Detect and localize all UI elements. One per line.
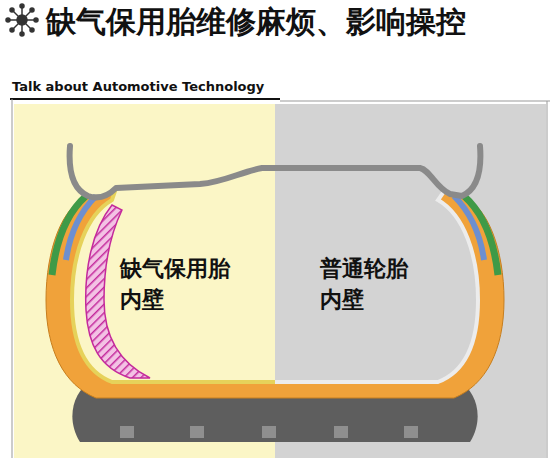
- runflat-insert: [86, 205, 150, 378]
- frame-line: [547, 101, 548, 458]
- tire-casing: [46, 168, 504, 398]
- page-title: 缺气保用胎维修麻烦、影响操控: [46, 2, 466, 43]
- panel-label: 缺气保用胎 内壁: [120, 254, 243, 316]
- wheel-rim: [70, 146, 481, 197]
- tire-cavity: [72, 168, 275, 382]
- frame-line: [12, 99, 13, 458]
- frame-line: [280, 101, 550, 102]
- subtitle-underline: [10, 98, 280, 100]
- tread-grooves: [120, 426, 418, 438]
- panel-label: 普通轮胎 内壁: [320, 254, 443, 316]
- subtitle: Talk about Automotive Technology: [12, 79, 264, 94]
- tire-cavity: [275, 168, 478, 382]
- starburst-icon: [6, 4, 38, 36]
